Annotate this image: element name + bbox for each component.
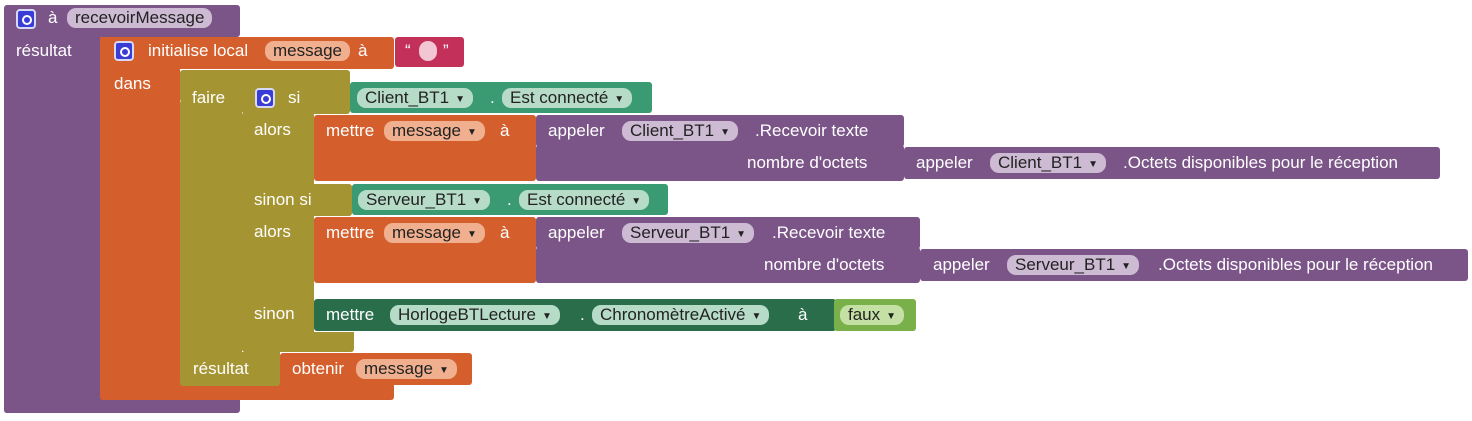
call2-method: .Recevoir texte — [772, 223, 886, 242]
client-property-dropdown[interactable]: Est connecté▼ — [502, 88, 633, 108]
if-label: si — [288, 88, 301, 107]
dropdown-arrow-icon: ▼ — [614, 94, 625, 105]
call1-component-dropdown[interactable]: Client_BT1▼ — [622, 121, 739, 141]
dropdown-arrow-icon: ▼ — [455, 94, 466, 105]
do-block-body[interactable] — [180, 100, 242, 386]
call1b-method: .Octets disponibles pour le réception — [1123, 153, 1398, 172]
procedure-keyword: à — [48, 8, 58, 27]
gear-icon[interactable] — [16, 9, 36, 29]
dropdown-arrow-icon: ▼ — [541, 311, 552, 322]
set2-label: mettre — [326, 223, 375, 242]
then-label-2: alors — [254, 222, 291, 241]
local-init-block-body[interactable] — [100, 66, 180, 400]
call1b-label: appeler — [916, 153, 973, 172]
local-var-name-field[interactable]: message — [265, 41, 350, 61]
dropdown-arrow-icon: ▼ — [631, 196, 642, 207]
dropdown-arrow-icon: ▼ — [438, 365, 449, 376]
dropdown-arrow-icon: ▼ — [466, 127, 477, 138]
call2-label: appeler — [548, 223, 605, 242]
set1-to-label: à — [500, 121, 510, 140]
get-label: obtenir — [292, 359, 344, 378]
quote-close: ” — [443, 41, 449, 60]
call2b-component-dropdown[interactable]: Serveur_BT1▼ — [1007, 255, 1140, 275]
gear-icon[interactable] — [114, 41, 134, 61]
dropdown-arrow-icon: ▼ — [1121, 261, 1132, 272]
call1-label: appeler — [548, 121, 605, 140]
set2-var-dropdown[interactable]: message▼ — [384, 223, 485, 243]
local-init-in-label: dans — [114, 74, 151, 93]
set3-to-label: à — [798, 305, 808, 324]
quote-open: “ — [405, 41, 411, 60]
set1-label: mettre — [326, 121, 375, 140]
cond1-dot: . — [490, 88, 495, 107]
if-block-body[interactable] — [242, 112, 314, 352]
set3-label: mettre — [326, 305, 375, 324]
dropdown-arrow-icon: ▼ — [886, 311, 897, 322]
local-init-to-label: à — [358, 41, 368, 60]
gear-icon[interactable] — [255, 88, 275, 108]
dropdown-arrow-icon: ▼ — [1088, 159, 1099, 170]
dropdown-arrow-icon: ▼ — [472, 196, 483, 207]
do-label: faire — [192, 88, 226, 107]
cond2-dot: . — [507, 190, 512, 209]
dropdown-arrow-icon: ▼ — [720, 127, 731, 138]
else-label: sinon — [254, 304, 295, 323]
call2b-method: .Octets disponibles pour le réception — [1158, 255, 1433, 274]
set2-to-label: à — [500, 223, 510, 242]
call1b-component-dropdown[interactable]: Client_BT1▼ — [990, 153, 1107, 173]
set3-dot: . — [580, 305, 585, 324]
dropdown-arrow-icon: ▼ — [466, 229, 477, 240]
call2-param-label: nombre d'octets — [764, 255, 885, 274]
dropdown-arrow-icon: ▼ — [736, 229, 747, 240]
if-elseif-row[interactable] — [242, 184, 352, 216]
client-component-dropdown[interactable]: Client_BT1▼ — [357, 88, 474, 108]
call2-component-dropdown[interactable]: Serveur_BT1▼ — [622, 223, 755, 243]
set1-var-dropdown[interactable]: message▼ — [384, 121, 485, 141]
empty-text-field[interactable] — [419, 41, 437, 61]
server-component-dropdown[interactable]: Serveur_BT1▼ — [358, 190, 491, 210]
false-dropdown[interactable]: faux▼ — [840, 305, 905, 325]
timer-property-dropdown[interactable]: ChronomètreActivé▼ — [592, 305, 770, 325]
if-block-bottom[interactable] — [242, 332, 354, 352]
do-result-label: résultat — [193, 359, 249, 378]
dropdown-arrow-icon: ▼ — [751, 311, 762, 322]
server-property-dropdown[interactable]: Est connecté▼ — [519, 190, 650, 210]
local-init-label: initialise local — [148, 41, 249, 60]
call1-method: .Recevoir texte — [755, 121, 869, 140]
procedure-result-label: résultat — [16, 41, 72, 60]
call2b-label: appeler — [933, 255, 990, 274]
call-receive-text-client-param[interactable] — [536, 145, 904, 181]
elseif-label: sinon si — [254, 190, 312, 209]
timer-component-dropdown[interactable]: HorlogeBTLecture▼ — [390, 305, 560, 325]
call1-param-label: nombre d'octets — [747, 153, 868, 172]
local-init-block-bottom[interactable] — [100, 382, 394, 400]
get-var-dropdown[interactable]: message▼ — [356, 359, 457, 379]
procedure-name-field[interactable]: recevoirMessage — [67, 8, 213, 28]
procedure-block-body[interactable] — [4, 30, 100, 413]
then-label-1: alors — [254, 120, 291, 139]
call-receive-text-server-param[interactable] — [536, 247, 920, 283]
do-block-bottom[interactable] — [180, 352, 280, 386]
